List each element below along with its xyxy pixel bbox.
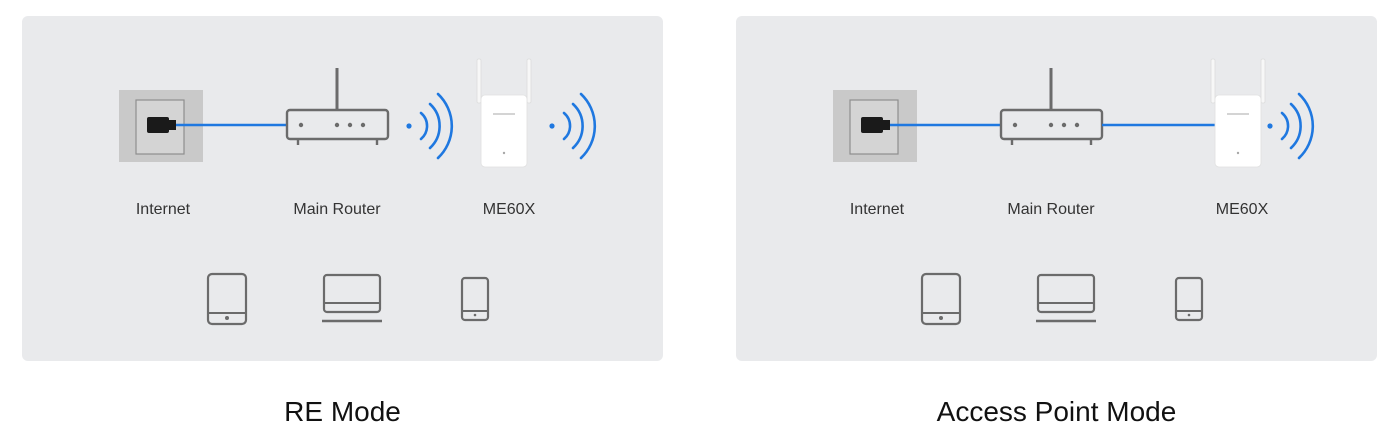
smartphone-icon bbox=[460, 276, 490, 322]
main-router-label: Main Router bbox=[1007, 201, 1095, 218]
wifi-signal-icon-extender bbox=[549, 92, 597, 160]
re-mode-diagram-graphic bbox=[119, 58, 597, 326]
router-icon bbox=[285, 68, 390, 145]
main-router-label: Main Router bbox=[293, 201, 381, 218]
extender-label: ME60X bbox=[1215, 201, 1269, 218]
smartphone-icon bbox=[1174, 276, 1204, 322]
tablet-icon bbox=[920, 272, 962, 326]
wifi-signal-icon-router bbox=[406, 92, 454, 160]
wifi-signal-icon-extender bbox=[1267, 92, 1315, 160]
access-point-mode-diagram: Internet Main Router ME60X bbox=[736, 16, 1377, 361]
extender-icon bbox=[1210, 58, 1266, 168]
router-icon bbox=[999, 68, 1104, 145]
access-point-mode-title: Access Point Mode bbox=[936, 396, 1177, 427]
access-point-mode-diagram-graphic bbox=[833, 58, 1315, 326]
laptop-icon bbox=[322, 273, 382, 323]
re-mode-title: RE Mode bbox=[284, 396, 401, 427]
laptop-icon bbox=[1036, 273, 1096, 323]
tablet-icon bbox=[206, 272, 248, 326]
internet-label: Internet bbox=[849, 201, 905, 218]
internet-label: Internet bbox=[135, 201, 191, 218]
extender-label: ME60X bbox=[482, 201, 536, 218]
extender-icon bbox=[476, 58, 532, 168]
re-mode-diagram: Internet Main Router ME60X bbox=[22, 16, 663, 361]
